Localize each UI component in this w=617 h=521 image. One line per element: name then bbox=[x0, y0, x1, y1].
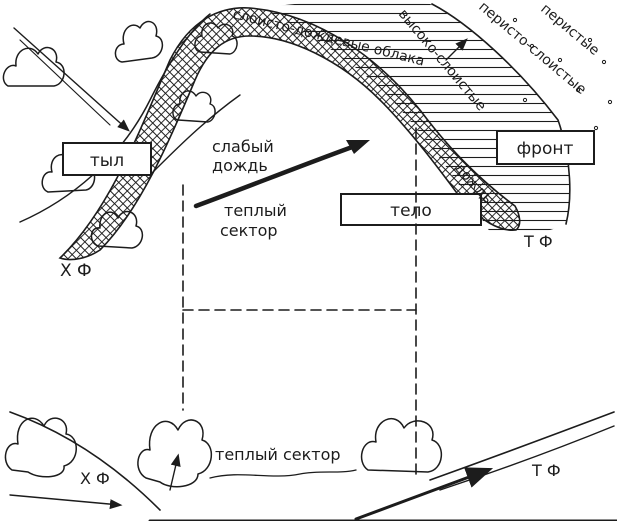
inner-sweep bbox=[149, 94, 241, 176]
frontal-band bbox=[58, 7, 521, 261]
warm-front-bottom-label: Т Ф bbox=[531, 461, 561, 480]
rear-box bbox=[62, 142, 152, 176]
ground-cloud-center bbox=[137, 419, 212, 488]
light-rain-label-2: дождь bbox=[212, 156, 268, 175]
warm-front-top-label: Т Ф bbox=[523, 232, 553, 251]
front-label: фронт bbox=[517, 139, 574, 159]
cloud-band-1 bbox=[172, 90, 216, 123]
inflow-arrow-ground bbox=[9, 494, 123, 510]
body-box bbox=[340, 193, 482, 226]
cloud-top-left-1 bbox=[114, 20, 164, 63]
warm-sector-label-2: сектор bbox=[220, 221, 278, 240]
front-box bbox=[496, 130, 595, 165]
altostratus-edge bbox=[431, 3, 571, 225]
cold-front-top-label: Х Ф bbox=[60, 261, 92, 281]
warm-sector-ground-label: теплый сектор bbox=[215, 445, 341, 464]
cloud-left-4 bbox=[90, 210, 144, 249]
ground-cloud-right bbox=[360, 417, 442, 473]
warm-flow-arrow bbox=[193, 143, 358, 209]
rear-label: тыл bbox=[90, 151, 124, 171]
outer-sweep bbox=[19, 13, 211, 223]
body-label: тело bbox=[390, 201, 432, 221]
light-rain-label-1: слабый bbox=[212, 137, 274, 156]
warm-front-slope-2 bbox=[439, 425, 615, 491]
cirrus-dots bbox=[512, 17, 613, 131]
cloud-band-2 bbox=[194, 22, 238, 55]
cold-front-bottom-label: Х Ф bbox=[80, 469, 110, 488]
updraft-arrow bbox=[445, 38, 468, 61]
inflow-arrow-top bbox=[13, 27, 130, 132]
ground-updraft bbox=[169, 453, 181, 491]
inflow-arrow-shaft bbox=[19, 39, 111, 126]
warm-flow-arrowhead bbox=[346, 140, 370, 154]
ground-haze bbox=[209, 469, 357, 479]
warm-sector-label-1: теплый bbox=[224, 201, 287, 220]
warm-flow-ground bbox=[354, 467, 494, 521]
warm-front-slope bbox=[429, 411, 615, 481]
ground-cloud-left bbox=[4, 417, 77, 478]
cloud-top-left-2 bbox=[2, 46, 65, 87]
